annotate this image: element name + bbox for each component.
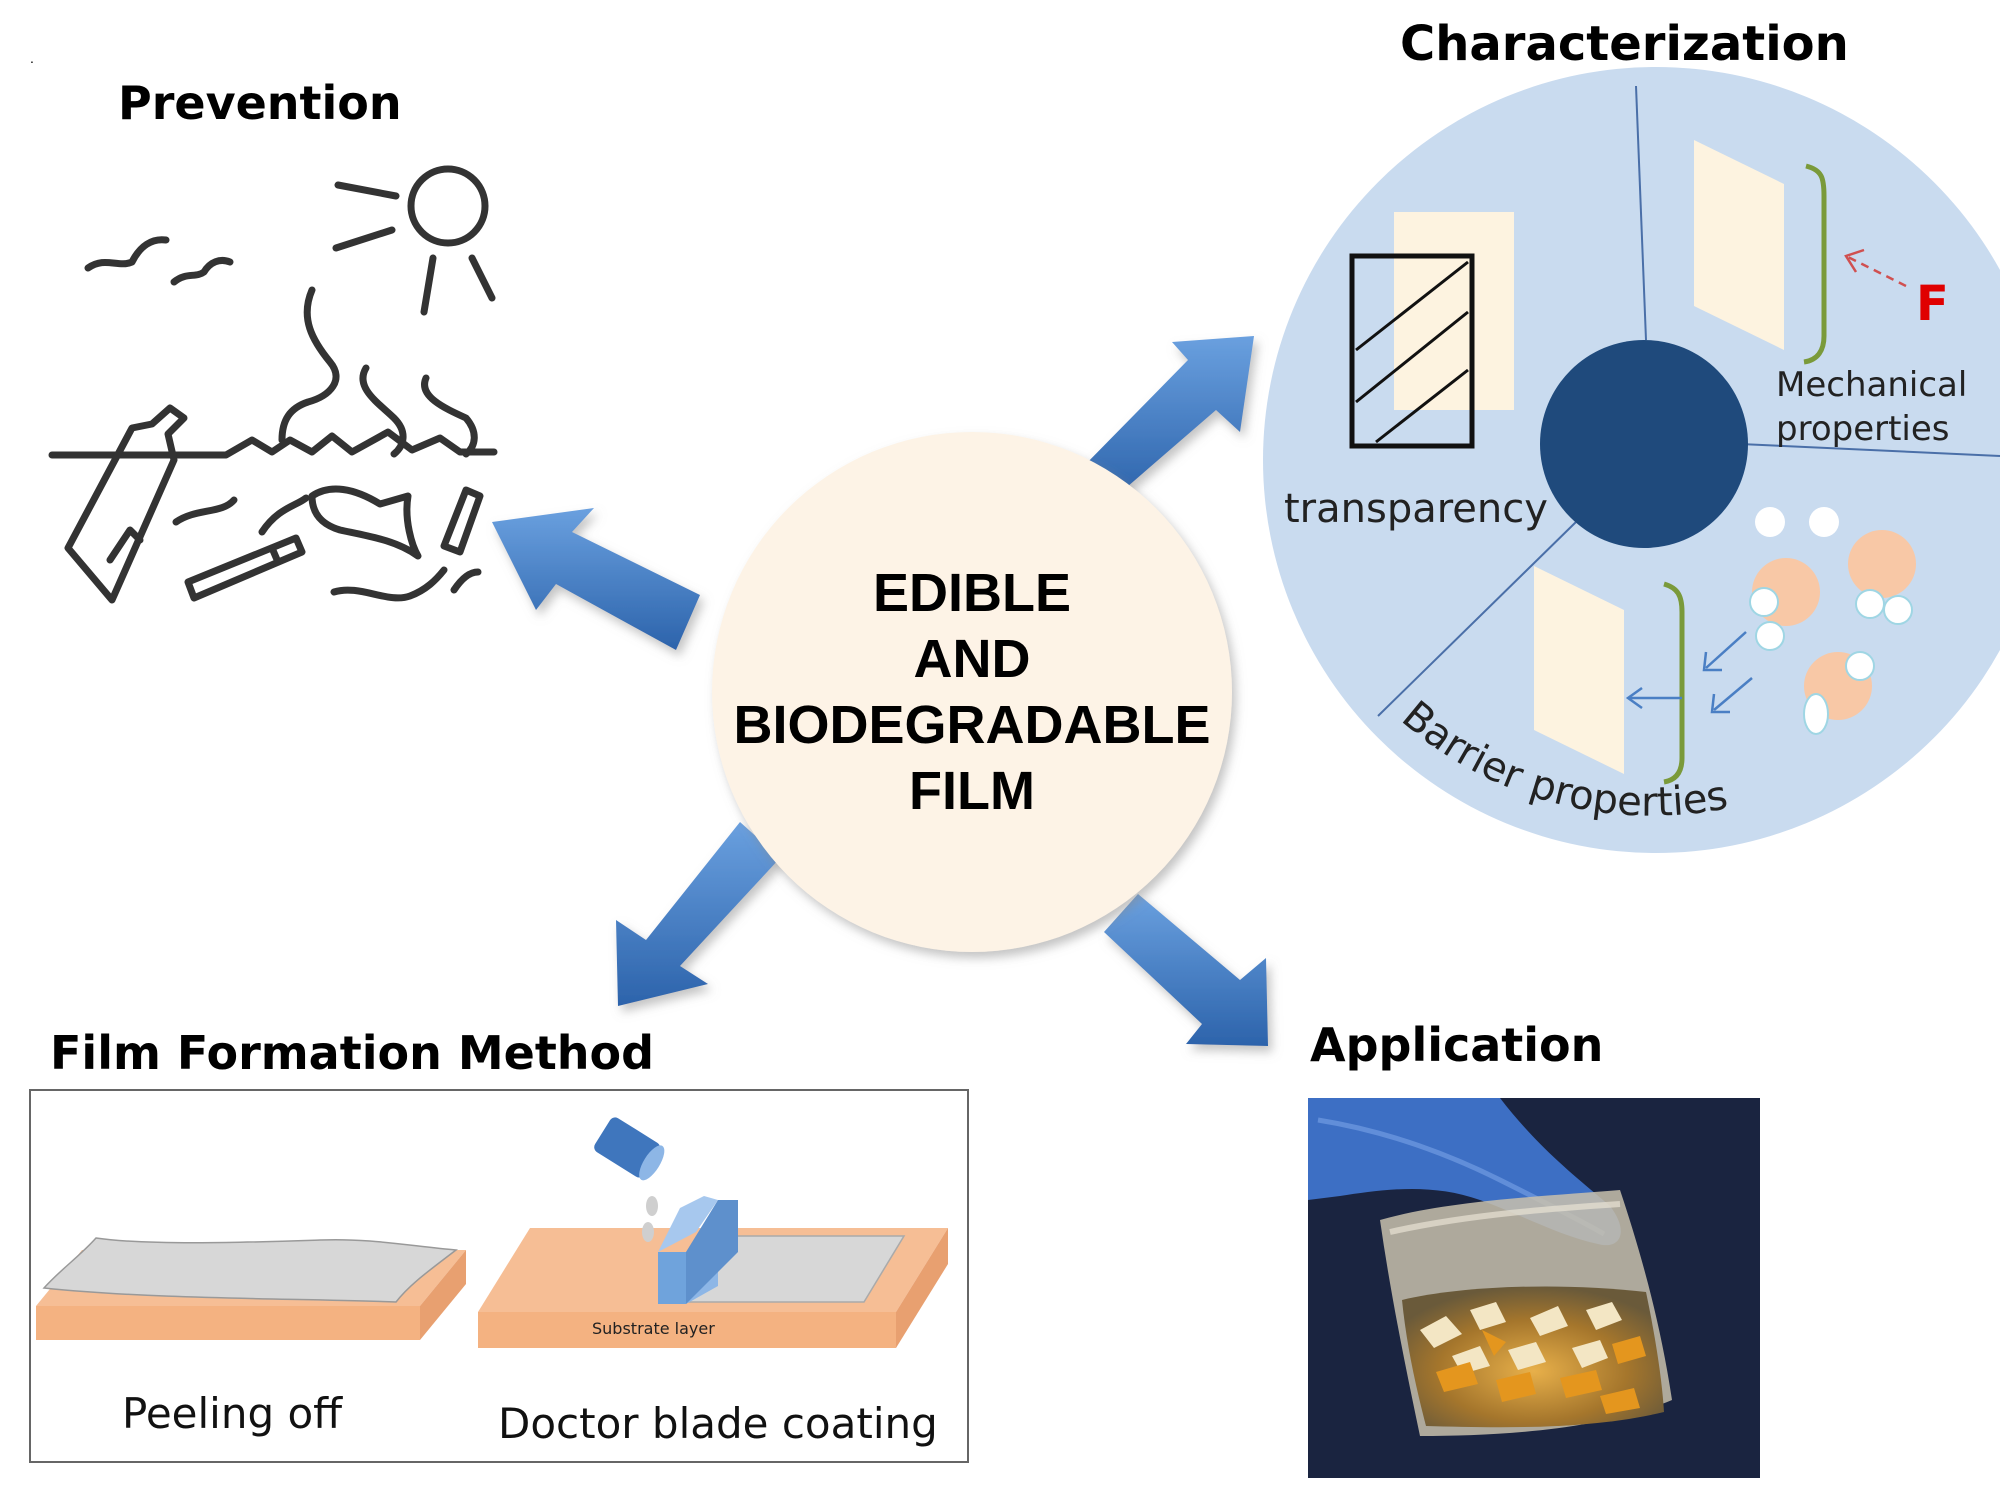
arrow-to-application [1104,894,1268,1046]
doctor-blade-illustration [478,1117,948,1348]
arrow-to-characterization [1080,336,1254,500]
peeling-label: Peeling off [122,1389,343,1438]
stray-dot: . [30,50,34,66]
center-circle [712,432,1232,952]
barrier-bracket [1663,581,1685,785]
sun-icon [407,165,489,247]
force-label: F [1916,276,1949,332]
doctor-blade-label: Doctor blade coating [498,1399,938,1448]
arrow-to-prevention [492,508,700,650]
bird-icon [170,256,234,286]
prevention-illustration [48,165,498,604]
application-photo [1308,1098,1760,1478]
characterization-wheel: transparency F Mechanical properties [1263,67,2000,853]
center-line-4: FILM [909,761,1035,821]
application-heading: Application [1310,1018,1604,1072]
bottle-icon [64,404,188,604]
center-line-3: BIODEGRADABLE [733,695,1211,755]
bird-icon [84,236,170,272]
can-icon [440,486,484,556]
characterization-heading: Characterization [1400,16,1849,72]
mechanical-label-line2: properties [1776,409,1950,449]
transparency-label: transparency [1284,486,1548,532]
mechanical-label-line1: Mechanical [1776,365,1967,405]
center-title: EDIBLE AND BIODEGRADABLE FILM [712,560,1232,824]
center-line-1: EDIBLE [872,563,1072,623]
substrate-label: Substrate layer [592,1319,715,1338]
arrow-to-film-formation [616,822,780,1006]
characterization-hub [1540,340,1748,548]
cigarette-icon [184,534,306,602]
mechanical-bracket [1803,163,1827,365]
peeling-illustration [36,1237,466,1340]
prevention-heading: Prevention [118,76,402,130]
film-formation-heading: Film Formation Method [50,1026,655,1080]
center-line-2: AND [913,629,1031,689]
transparency-frame [1349,253,1475,449]
